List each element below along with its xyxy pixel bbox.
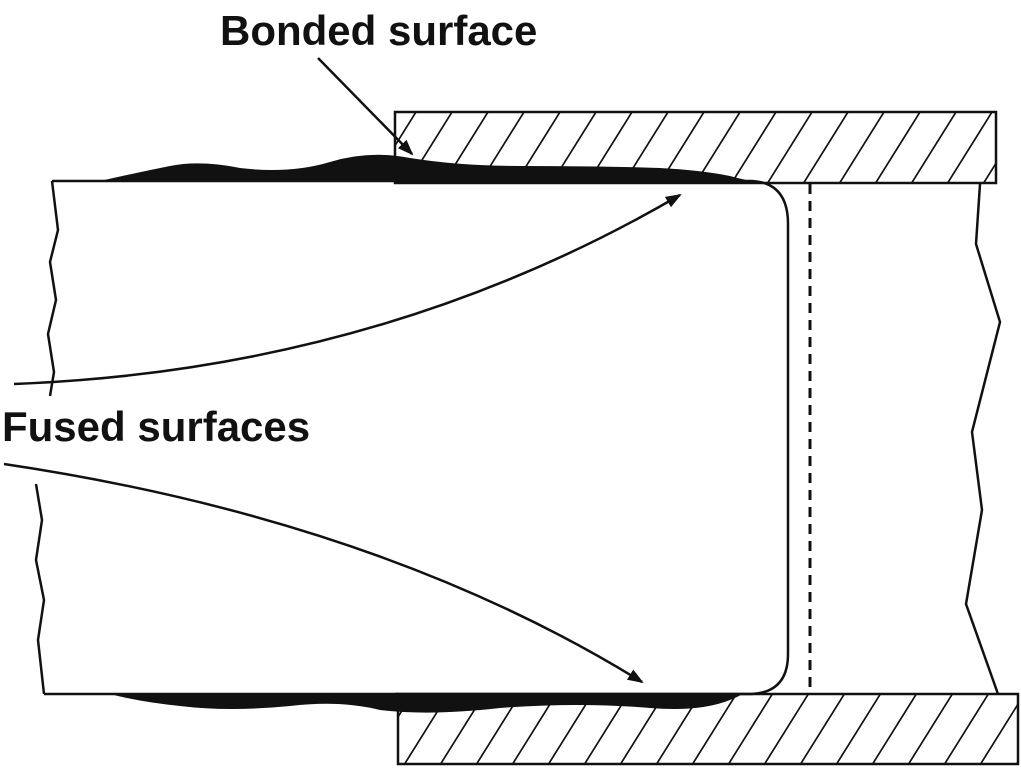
pipe-top-edge (52, 179, 790, 696)
fused-surface-arrow-lower (3, 462, 644, 684)
pipe-left-break (46, 180, 60, 397)
bonded-surface-arrow (317, 57, 414, 156)
fused-surface-arrow-upper (13, 193, 682, 386)
fused-surfaces-label: Fused surfaces (2, 403, 310, 450)
pipe-left-break-lower (34, 483, 46, 695)
fitting-right-break (964, 183, 1002, 695)
bonded-bead-top (100, 154, 752, 181)
bonded-bead-bottom (110, 694, 742, 713)
bonded-surface-label: Bonded surface (220, 7, 537, 54)
